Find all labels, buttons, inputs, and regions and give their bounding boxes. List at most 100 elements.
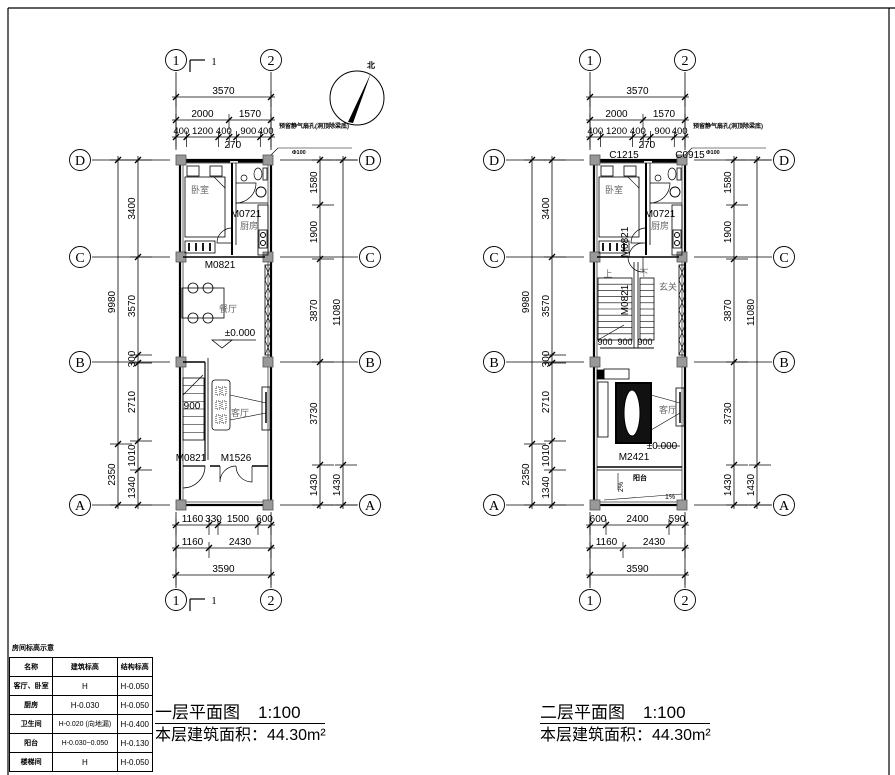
dimension-tick	[225, 133, 233, 141]
dining-table	[181, 287, 225, 319]
vent-note: 预留静气扇孔(洞顶除梁底)	[279, 122, 349, 130]
column	[676, 356, 688, 368]
axis-bubble-1	[579, 49, 601, 71]
axis-bubble-d-label: D	[75, 154, 85, 169]
axis-bubble-c-label: C	[365, 251, 374, 266]
dimension-text: 1570	[239, 109, 262, 120]
dimension-text: 9980	[521, 290, 532, 313]
column	[175, 499, 187, 511]
dimension-tick	[548, 359, 556, 367]
axis-bubble-b	[483, 351, 505, 373]
legend-header: 结构标高	[116, 657, 154, 677]
room-label: 餐厅	[219, 303, 237, 314]
legend-cell: H	[52, 676, 118, 696]
view-line	[229, 412, 267, 421]
axis-bubble-d	[69, 149, 91, 171]
dimension-tick	[753, 501, 761, 509]
dimension-tick	[172, 116, 180, 124]
dimension-text: 600	[256, 514, 273, 525]
dimension-tick	[528, 156, 536, 164]
entry-door-left	[219, 465, 237, 483]
dimension-text: 3730	[723, 402, 734, 425]
burner	[674, 232, 680, 238]
dimension-text: 300	[541, 350, 552, 367]
room-label: 厨房	[240, 220, 258, 231]
dimension-tick	[316, 501, 324, 509]
view-line	[229, 394, 267, 404]
axis-bubble-c-label: C	[779, 251, 788, 266]
axis-bubble-2-label: 2	[682, 594, 689, 609]
dimension-tick	[548, 253, 556, 261]
dimension-tick	[134, 253, 142, 261]
bedroom-door-swing	[216, 227, 233, 244]
dimension-tick	[267, 544, 275, 552]
dimension-tick	[528, 440, 536, 448]
bed	[598, 176, 640, 238]
room-label: M2421	[619, 452, 650, 463]
axis-bubble-1	[165, 49, 187, 71]
dimension-tick	[681, 116, 689, 124]
axis-bubble-2-label: 2	[268, 594, 275, 609]
dimension-text: 400	[216, 126, 232, 137]
room-label: 1%	[665, 494, 675, 501]
axis-bubble-1-label: 1	[587, 54, 594, 69]
axis-bubble-d-label: D	[779, 154, 789, 169]
wardrobe	[184, 240, 216, 254]
legend-cell: H	[52, 752, 118, 772]
dimension-tick	[730, 358, 738, 366]
dimension-tick	[339, 501, 347, 509]
kitchen-counter	[257, 204, 269, 256]
axis-bubble-a	[359, 494, 381, 516]
view-line	[650, 394, 681, 404]
dimension-text: 3570	[626, 86, 649, 97]
floor-drain-icon	[654, 174, 662, 182]
room-label: C0915	[675, 150, 705, 161]
dimension-tick	[267, 116, 275, 124]
dimension-text: 1430	[723, 473, 734, 496]
pillow	[186, 165, 200, 177]
legend-cell: 厨房	[8, 695, 54, 715]
dimension-tick	[267, 133, 275, 141]
dimension-tick	[681, 521, 689, 529]
dimension-text: 1570	[653, 109, 676, 120]
axis-bubble-a	[483, 494, 505, 516]
dimension-tick	[134, 359, 142, 367]
column	[589, 499, 601, 511]
dimension-text: 3730	[309, 402, 320, 425]
floor2-scale: 1:100	[643, 703, 686, 722]
room-label: M0821	[620, 226, 631, 257]
dimension-tick	[646, 133, 654, 141]
axis-bubble-d-label: D	[365, 154, 375, 169]
dimension-tick	[316, 156, 324, 164]
window-mark	[264, 324, 272, 341]
chair	[202, 282, 214, 294]
sofa-cushion	[215, 414, 221, 424]
axis-bubble-1-label: 1	[587, 594, 594, 609]
dimension-text: 1160	[182, 514, 204, 525]
dimension-tick	[316, 461, 324, 469]
sofa-cushion	[221, 386, 227, 396]
dimension-tick	[267, 571, 275, 579]
dimension-tick	[586, 93, 594, 101]
dimension-text: 600	[590, 514, 607, 525]
dimension-tick	[730, 501, 738, 509]
vent-note: 预留静气扇孔(洞顶除梁底)	[693, 122, 763, 130]
dimension-tick	[681, 133, 689, 141]
room-label: 上	[603, 269, 612, 279]
room-label: M0821	[176, 453, 207, 464]
room-label: 900	[184, 401, 201, 412]
dimension-tick	[586, 544, 594, 552]
dimension-tick	[586, 133, 594, 141]
stair-arrow	[597, 324, 625, 341]
burner	[674, 240, 680, 246]
dimension-text: 330	[205, 514, 222, 525]
room-label: C1215	[609, 150, 639, 161]
axis-bubble-a	[69, 494, 91, 516]
dimension-tick	[339, 461, 347, 469]
dimension-text: 400	[258, 126, 274, 137]
room-label: 客厅	[231, 407, 249, 418]
